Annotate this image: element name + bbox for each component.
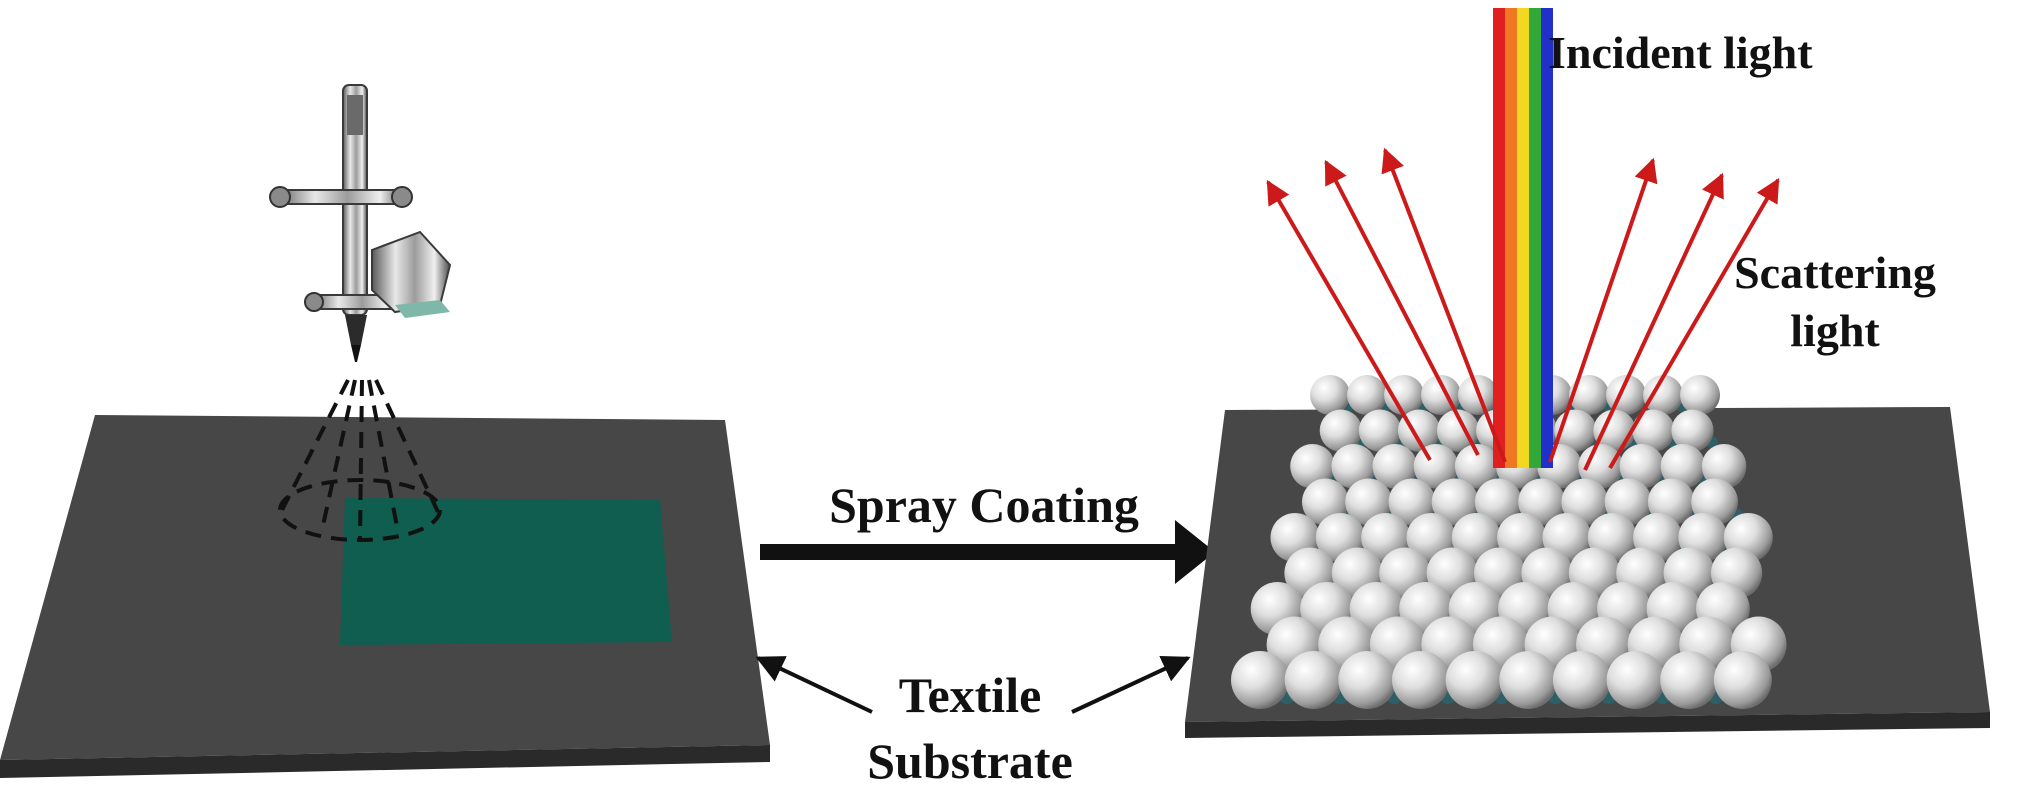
particle-sphere — [1518, 478, 1565, 526]
particle-sphere — [1310, 375, 1350, 415]
spectrum-band — [1529, 8, 1541, 468]
particle-sphere — [1606, 651, 1665, 709]
particle-sphere — [1643, 375, 1683, 415]
particle-sphere — [1347, 375, 1387, 415]
coated-particle-layer — [1231, 375, 1787, 709]
particle-sphere — [1413, 444, 1459, 489]
particle-sphere — [1680, 375, 1720, 415]
particle-sphere — [1338, 651, 1397, 709]
particle-sphere — [1384, 375, 1424, 415]
particle-sphere — [1451, 513, 1501, 562]
incident-light-label: Incident light — [1548, 27, 1813, 78]
spectrum-band — [1541, 8, 1553, 468]
right-substrate-edge — [1185, 712, 1990, 738]
scattering-ray — [1266, 179, 1432, 462]
left-substrate-edge — [0, 745, 770, 778]
particle-sphere — [1632, 409, 1675, 452]
particle-sphere — [1701, 444, 1747, 489]
coated-patch — [340, 498, 672, 645]
spectrum-band — [1517, 8, 1529, 468]
spectrum-band — [1505, 8, 1517, 468]
scattering-light-label-line2: light — [1790, 305, 1880, 356]
particle-sphere — [1231, 651, 1289, 709]
scattering-ray — [1548, 157, 1658, 463]
particle-sphere — [1499, 651, 1558, 709]
incident-light-beam — [1493, 8, 1553, 468]
scattering-ray — [1324, 159, 1480, 456]
airbrush-spray-gun-icon — [269, 84, 452, 362]
scattering-ray — [1608, 177, 1780, 470]
particle-sphere — [1713, 651, 1772, 709]
pointer-arrow-left-substrate — [755, 656, 873, 714]
scattering-light-label-line1: Scattering — [1734, 247, 1936, 298]
particle-sphere — [1454, 444, 1500, 489]
particle-sphere — [1578, 444, 1623, 489]
particle-sphere — [1319, 409, 1362, 452]
particle-sphere — [1474, 478, 1522, 526]
particle-sphere — [1372, 444, 1418, 489]
scattering-ray — [1583, 172, 1724, 471]
process-arrow-head — [1175, 520, 1215, 584]
particle-sphere — [1671, 409, 1714, 452]
spray-coating-label: Spray Coating — [829, 477, 1139, 533]
particle-sphere — [1358, 409, 1401, 452]
particle-sphere — [1345, 478, 1392, 526]
spray-cone — [278, 379, 442, 542]
particle-sphere — [1392, 651, 1450, 709]
particle-sphere — [1436, 409, 1480, 452]
particle-sphere — [1660, 651, 1719, 709]
spectrum-band — [1493, 8, 1505, 468]
particle-sphere — [1290, 444, 1335, 489]
particle-sphere — [1619, 444, 1665, 489]
particle-sphere — [1284, 651, 1343, 709]
textile-substrate-label-line1: Textile — [899, 667, 1042, 723]
textile-substrate-label-line2: Substrate — [867, 733, 1073, 789]
particle-sphere — [1388, 478, 1436, 526]
scattering-rays — [1266, 147, 1780, 471]
particle-sphere — [1561, 478, 1609, 526]
particle-sphere — [1660, 444, 1706, 489]
scattering-ray — [1381, 147, 1507, 463]
particle-sphere — [1331, 444, 1376, 489]
pointer-arrow-right-substrate — [1071, 655, 1191, 714]
particle-sphere — [1552, 651, 1611, 709]
particle-sphere — [1445, 651, 1504, 709]
particle-sphere — [1431, 478, 1479, 526]
particle-sphere — [1569, 375, 1609, 415]
